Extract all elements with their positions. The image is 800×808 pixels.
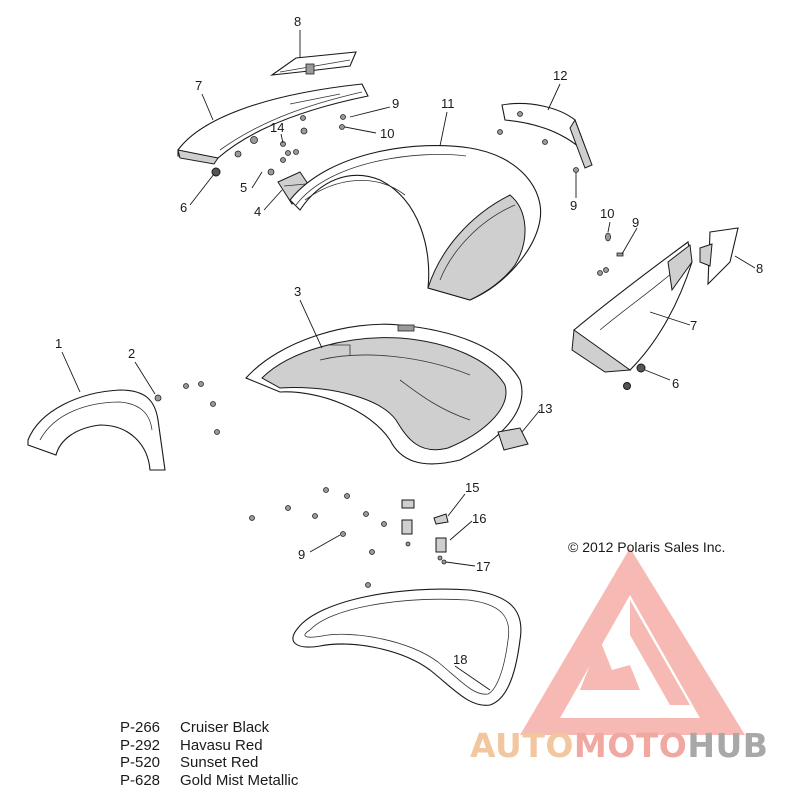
callout-3: 3 xyxy=(294,284,301,299)
callout-9-bottom: 9 xyxy=(298,547,305,562)
watermark-word-auto: AUTO xyxy=(470,726,574,765)
callout-6-top: 6 xyxy=(180,200,187,215)
part-6-right-bushing xyxy=(623,363,646,390)
callout-7-left: 7 xyxy=(195,78,202,93)
callout-8-top: 8 xyxy=(294,14,301,29)
callout-9-right: 9 xyxy=(570,198,577,213)
callout-13: 13 xyxy=(538,401,552,416)
color-name: Sunset Red xyxy=(180,754,259,771)
callout-labels: 8 7 9 14 10 11 12 5 6 4 9 10 9 8 7 3 1 2… xyxy=(55,14,763,667)
callout-6-right: 6 xyxy=(672,376,679,391)
callout-10-top: 10 xyxy=(380,126,394,141)
part-11-lid-shell xyxy=(289,144,542,301)
callout-14: 14 xyxy=(270,120,284,135)
callout-4: 4 xyxy=(254,204,261,219)
part-18-seal-gasket xyxy=(292,588,522,706)
part-12-right-trim xyxy=(497,102,593,173)
callout-11: 11 xyxy=(441,96,455,111)
color-code: P-266 xyxy=(120,719,161,736)
color-option-row: P-628 Gold Mist Metallic xyxy=(120,772,298,790)
watermark-wordmark: AUTOMOTOHUB xyxy=(470,726,768,765)
leader-lines xyxy=(61,30,756,691)
color-options-list: P-266 Cruiser Black P-292 Havasu Red P-520… xyxy=(120,719,298,789)
color-code: P-628 xyxy=(120,771,161,789)
callout-2: 2 xyxy=(128,346,135,361)
parts-15-16-17-hinge-set xyxy=(401,499,449,565)
callout-1: 1 xyxy=(55,336,62,351)
callout-18: 18 xyxy=(453,652,467,667)
callout-8-right: 8 xyxy=(756,261,763,276)
color-name: Cruiser Black xyxy=(180,719,270,736)
callout-5: 5 xyxy=(240,180,247,195)
hardware-right-cluster xyxy=(597,232,624,276)
part-7-right-side-cover xyxy=(571,241,693,373)
color-code: P-292 xyxy=(120,736,161,754)
part-3-trunk-base xyxy=(245,323,523,465)
part-8-right-trim xyxy=(699,227,739,286)
hardware-cluster-top xyxy=(234,114,346,176)
callout-9-right-upper: 9 xyxy=(632,215,639,230)
callout-12: 12 xyxy=(553,68,567,83)
callout-15: 15 xyxy=(465,480,479,495)
color-option-row: P-520 Sunset Red xyxy=(120,754,298,772)
part-1-side-panel xyxy=(27,389,166,471)
part-7-left-lid-cover xyxy=(177,83,369,165)
part-8-top-trim xyxy=(269,51,357,76)
part-13-latch xyxy=(497,427,529,451)
watermark-word-moto: MOTO xyxy=(573,726,688,765)
callout-17: 17 xyxy=(476,559,490,574)
callout-9-top: 9 xyxy=(392,96,399,111)
watermark-word-hub: HUB xyxy=(687,726,769,765)
part-2-left-hardware xyxy=(154,381,220,435)
color-name: Havasu Red xyxy=(180,736,263,754)
color-code: P-520 xyxy=(120,754,161,771)
callout-10-right: 10 xyxy=(600,206,614,221)
part-9-bottom-screws xyxy=(249,487,387,588)
color-option-row: P-266 Cruiser Black xyxy=(120,719,298,737)
watermark-logo-icon xyxy=(520,548,745,735)
color-name: Gold Mist Metallic xyxy=(180,771,299,789)
callout-7-right: 7 xyxy=(690,318,697,333)
copyright-notice: © 2012 Polaris Sales Inc. xyxy=(568,539,726,555)
color-option-row: P-292 Havasu Red xyxy=(120,737,298,755)
callout-16: 16 xyxy=(472,511,486,526)
